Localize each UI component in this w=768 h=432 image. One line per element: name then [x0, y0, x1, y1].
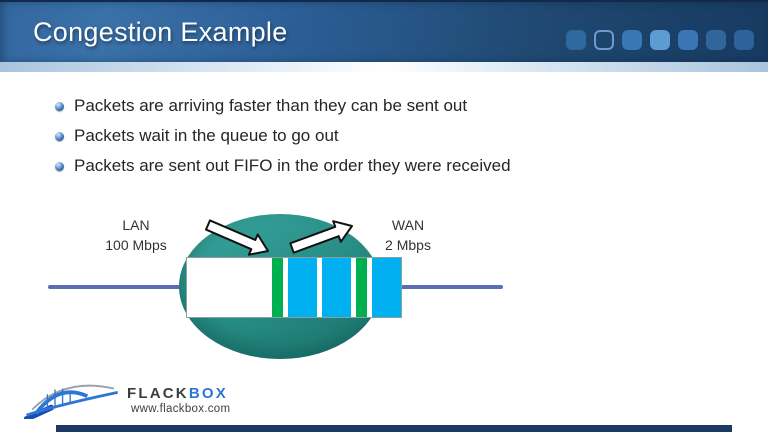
- wan-label: WAN 2 Mbps: [364, 215, 452, 255]
- page-title: Congestion Example: [33, 17, 288, 47]
- header-glow-strip: [0, 62, 768, 72]
- queue-packet-green: [356, 258, 367, 317]
- queue-packet-cyan: [322, 258, 351, 317]
- deco-square: [734, 30, 754, 50]
- deco-square: [706, 30, 726, 50]
- brand-wordmark: FLACKBOX: [127, 385, 228, 402]
- website-url: www.flackbox.com: [131, 403, 231, 415]
- bridge-logo-icon: [24, 384, 118, 419]
- bullet-sphere-icon: [55, 161, 64, 171]
- packet-queue: [186, 257, 402, 318]
- lan-name: LAN: [122, 217, 150, 233]
- bullet-text: Packets wait in the queue to go out: [74, 126, 339, 145]
- bullet-text: Packets are sent out FIFO in the order t…: [74, 156, 511, 175]
- wan-name: WAN: [391, 217, 425, 233]
- header-bar: Congestion Example: [0, 0, 768, 62]
- deco-square: [650, 30, 670, 50]
- bullet-list: Packets are arriving faster than they ca…: [55, 91, 511, 181]
- lan-label: LAN 100 Mbps: [92, 215, 180, 255]
- bullet-sphere-icon: [55, 131, 64, 141]
- bullet-text: Packets are arriving faster than they ca…: [74, 96, 468, 115]
- bullet-item: Packets wait in the queue to go out: [55, 121, 511, 151]
- bullet-sphere-icon: [55, 101, 64, 111]
- brand-part1: FLACK: [127, 385, 189, 402]
- deco-squares: [566, 30, 754, 50]
- deco-square: [566, 30, 586, 50]
- lan-speed: 100 Mbps: [105, 237, 167, 253]
- deco-square: [622, 30, 642, 50]
- deco-square: [594, 30, 614, 50]
- queue-packet-green: [272, 258, 283, 317]
- deco-square: [678, 30, 698, 50]
- queue-packet-cyan: [288, 258, 317, 317]
- wan-speed: 2 Mbps: [385, 237, 431, 253]
- bullet-item: Packets are arriving faster than they ca…: [55, 91, 511, 121]
- brand-part2: BOX: [188, 385, 228, 402]
- bullet-item: Packets are sent out FIFO in the order t…: [55, 151, 511, 181]
- bottom-bar: [56, 425, 732, 432]
- queue-packet-cyan: [372, 258, 401, 317]
